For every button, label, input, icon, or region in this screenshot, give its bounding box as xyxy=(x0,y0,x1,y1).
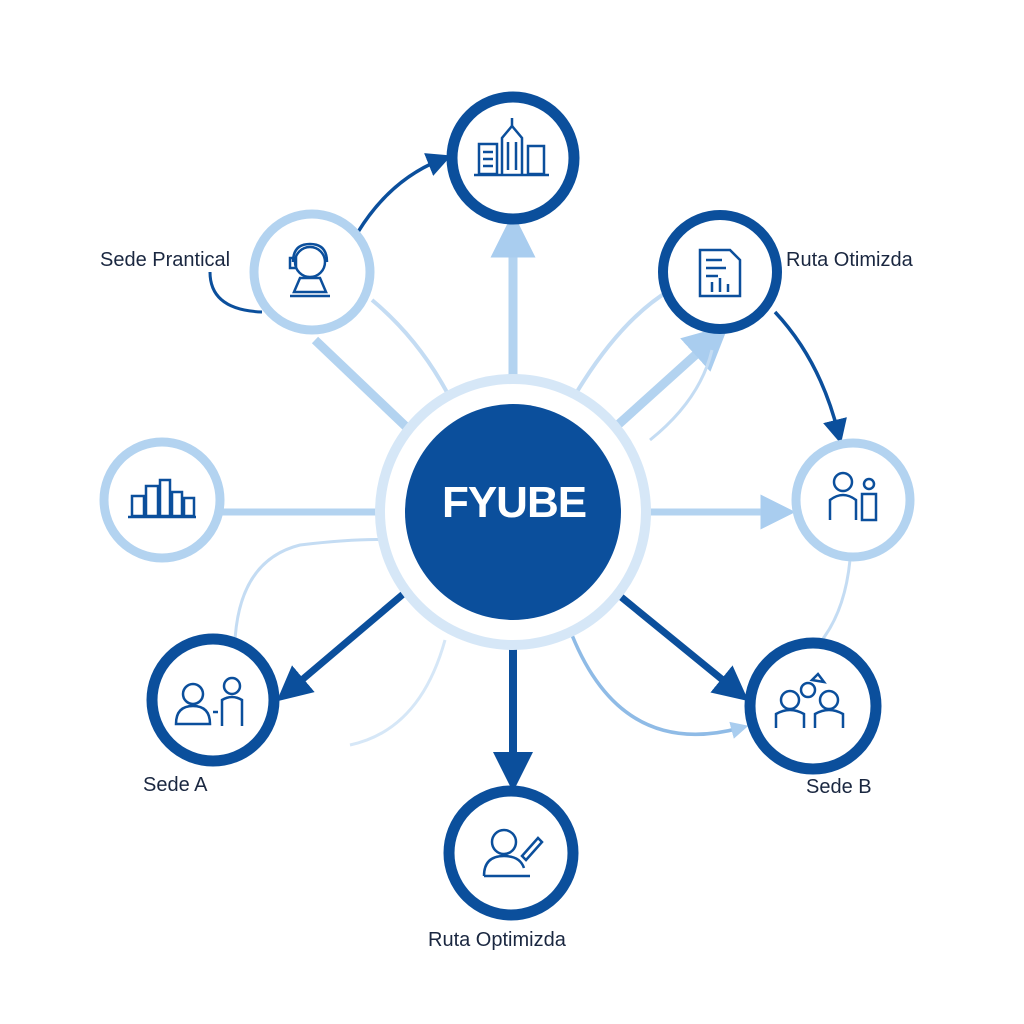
connector-upperleft-top xyxy=(356,153,452,233)
connector-upperright-right xyxy=(773,310,847,444)
two-people-icon xyxy=(828,471,878,522)
connector-center-lowerright-curve xyxy=(568,629,749,739)
label-ruta-optimizda: Ruta Optimizda xyxy=(428,929,566,951)
city-buildings-icon xyxy=(128,478,196,519)
document-chart-icon xyxy=(698,248,742,298)
person-with-headset-icon xyxy=(288,242,330,298)
node-upper-right[interactable] xyxy=(658,210,782,334)
label-ruta-otimizda: Ruta Otimizda xyxy=(786,249,913,271)
connectors xyxy=(208,153,852,792)
connector-center-upperright-thin2 xyxy=(649,349,714,442)
node-bottom[interactable] xyxy=(443,785,579,921)
connector-right-lowerright xyxy=(820,559,852,641)
team-group-icon xyxy=(774,672,845,728)
connector-lowerleft-fade xyxy=(349,639,447,747)
node-top[interactable] xyxy=(446,91,580,225)
connector-center-upperright xyxy=(606,324,729,436)
connector-center-lowerright xyxy=(612,589,749,702)
node-upper-left[interactable] xyxy=(249,209,375,335)
user-with-pen-icon xyxy=(482,828,544,878)
label-sede-a: Sede A xyxy=(143,774,208,796)
hub-label: FYUBE xyxy=(441,478,587,527)
node-lower-left[interactable] xyxy=(146,633,280,767)
two-users-icon xyxy=(174,676,244,726)
center-hub[interactable] xyxy=(375,374,651,650)
office-buildings-icon xyxy=(474,118,549,177)
node-lower-right[interactable] xyxy=(744,637,882,775)
connector-upperleft-center xyxy=(311,336,424,444)
connector-center-lowerleft xyxy=(276,587,411,702)
connector-center-upperright-thin xyxy=(573,288,672,397)
connector-label-curve xyxy=(208,271,263,314)
label-sede-prantical: Sede Prantical xyxy=(100,249,231,271)
node-right[interactable] xyxy=(791,438,915,562)
connector-left-loop xyxy=(233,538,393,641)
node-left[interactable] xyxy=(99,437,225,563)
label-sede-b: Sede B xyxy=(806,776,872,798)
connector-upperleft-center-thin xyxy=(370,298,452,399)
